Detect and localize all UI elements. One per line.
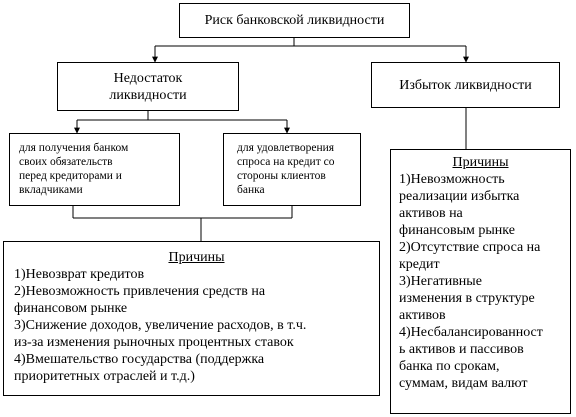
surplus-reason-line: ь активов и пассивов <box>399 342 524 357</box>
shortage-reason-line: приоритетных отраслей и т.д.) <box>14 369 195 384</box>
surplus-reason-line: активов на <box>399 206 463 221</box>
surplus-reason-line: изменения в структуре <box>399 291 535 306</box>
surplus-reason-line: суммам, видам валют <box>399 376 528 391</box>
surplus-reason-line: активов <box>399 308 446 323</box>
shortage-title: Недостаток ликвидности <box>109 70 187 103</box>
purpose-box-1: для получения банком своих обязательств … <box>9 133 180 206</box>
surplus-reason-line: реализации избытка <box>399 189 520 204</box>
shortage-reason-line: финансовом рынке <box>14 301 128 316</box>
surplus-title: Избыток ликвидности <box>399 77 532 93</box>
shortage-reason-line: из-за изменения рыночных процентных став… <box>14 335 294 350</box>
purpose-text-2: для удовлетворения спроса на кредит со с… <box>237 142 335 196</box>
root-box: Риск банковской ликвидности <box>179 3 410 38</box>
shortage-reason-line: 2)Невозможность привлечения средств на <box>14 284 266 299</box>
shortage-reason-line: 3)Снижение доходов, увеличение расходов,… <box>14 318 307 333</box>
shortage-reasons-heading: Причины <box>168 250 225 265</box>
purpose-box-2: для удовлетворения спроса на кредит со с… <box>223 133 361 206</box>
surplus-reasons-heading: Причины <box>452 155 509 170</box>
shortage-box: Недостаток ликвидности <box>57 62 239 111</box>
purpose-text-1: для получения банком своих обязательств … <box>19 142 129 196</box>
shortage-reasons-box: Причины 1)Невозврат кредитов 2)Невозможн… <box>3 241 380 396</box>
surplus-reason-line: кредит <box>399 257 440 272</box>
root-label: Риск банковской ликвидности <box>204 13 385 28</box>
surplus-reason-line: финансовым рынке <box>399 223 515 238</box>
shortage-reason-line: 4)Вмешательство государства (поддержка <box>14 352 265 367</box>
surplus-reason-line: 1)Невозможность <box>399 172 505 187</box>
shortage-reason-line: 1)Невозврат кредитов <box>14 267 145 282</box>
surplus-box: Избыток ликвидности <box>371 62 560 108</box>
surplus-reason-line: банка по срокам, <box>399 359 500 374</box>
surplus-reasons-box: Причины 1)Невозможность реализации избыт… <box>390 149 571 414</box>
surplus-reason-line: 3)Негативные <box>399 274 482 289</box>
surplus-reason-line: 4)Несбалансированност <box>399 325 543 340</box>
surplus-reason-line: 2)Отсутствие спроса на <box>399 240 541 255</box>
